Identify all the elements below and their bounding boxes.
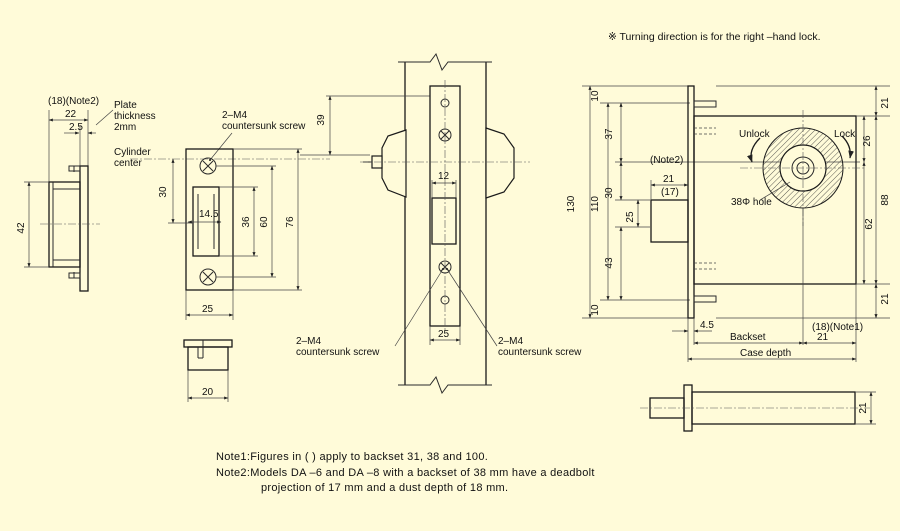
left-side-view: (18)(Note2) 22 2.5 42 Plate thickness 2m… [16, 96, 156, 292]
plate-label-3: 2mm [114, 122, 136, 133]
right-dim-10-bottom: 10 [590, 304, 601, 316]
right-dim-37: 37 [604, 128, 615, 140]
right-dim-110: 110 [590, 196, 601, 212]
right-dim-26: 26 [862, 135, 873, 147]
dim-22: 22 [65, 109, 77, 120]
strike-dim-20: 20 [202, 387, 214, 398]
center-screw-right-1: 2–M4 [498, 336, 523, 347]
right-dim-88: 88 [880, 194, 891, 206]
cylinder-label-2: center [114, 158, 142, 169]
right-note2: (Note2) [650, 155, 683, 166]
center-screw-left-2: countersunk screw [296, 347, 380, 358]
strike-dim-76: 76 [285, 216, 296, 228]
right-dim-21-case: 21 [817, 332, 829, 343]
center-front-view: 39 12 25 2–M4 countersunk screw 2–M [296, 52, 582, 395]
plate-label-2: thickness [114, 111, 156, 122]
turning-direction-note: ※ Turning direction is for the right –ha… [608, 31, 821, 43]
note2-text-line1: Note2:Models DA –6 and DA –8 with a back… [216, 467, 595, 479]
note1-reference: (18)(Note1) [812, 322, 863, 333]
strike-plate-view: 2–M4 countersunk screw 30 14.5 36 60 76 [130, 110, 330, 402]
right-dim-43: 43 [604, 257, 615, 269]
center-screw-right-2: countersunk screw [498, 347, 582, 358]
right-dim-4-5: 4.5 [700, 320, 714, 331]
right-side-view: 130 110 10 10 37 30 43 25 [566, 85, 891, 432]
case-depth-label: Case depth [740, 348, 791, 359]
center-dim-39: 39 [316, 114, 327, 126]
strike-screw-label-2: countersunk screw [222, 121, 306, 132]
right-dim-30: 30 [604, 187, 615, 199]
dim-42: 42 [16, 222, 27, 234]
strike-dim-25: 25 [202, 304, 214, 315]
right-dim-10-top: 10 [590, 90, 601, 102]
right-dim-62: 62 [864, 218, 875, 230]
strike-screw-label-1: 2–M4 [222, 110, 247, 121]
center-screw-left-1: 2–M4 [296, 336, 321, 347]
cylinder-label-1: Cylinder [114, 147, 151, 158]
lock-label: Lock [834, 129, 856, 140]
hole-label: 38Φ hole [731, 197, 772, 208]
right-dim-25: 25 [625, 211, 636, 223]
center-dim-12: 12 [438, 171, 450, 182]
backset-label: Backset [730, 332, 766, 343]
note1-text: Note1:Figures in ( ) apply to backset 31… [216, 451, 488, 463]
right-dim-21-bolt: 21 [858, 402, 869, 414]
strike-dim-30: 30 [158, 186, 169, 198]
strike-dim-14-5: 14.5 [199, 209, 219, 220]
right-dim-130: 130 [566, 195, 577, 212]
note2-text-line2: projection of 17 mm and a dust depth of … [261, 482, 508, 494]
dim-2-5: 2.5 [69, 122, 83, 133]
strike-dim-60: 60 [259, 216, 270, 228]
right-dim-17: (17) [661, 187, 679, 198]
center-dim-25: 25 [438, 329, 450, 340]
right-dim-21-a: 21 [663, 174, 675, 185]
right-dim-21-top: 21 [880, 97, 891, 109]
strike-dim-36: 36 [241, 216, 252, 228]
plate-label-1: Plate [114, 100, 137, 111]
right-dim-21-bottom: 21 [880, 293, 891, 305]
notes-block: Note1:Figures in ( ) apply to backset 31… [216, 451, 595, 494]
note2-reference: (18)(Note2) [48, 96, 99, 107]
unlock-label: Unlock [739, 129, 771, 140]
